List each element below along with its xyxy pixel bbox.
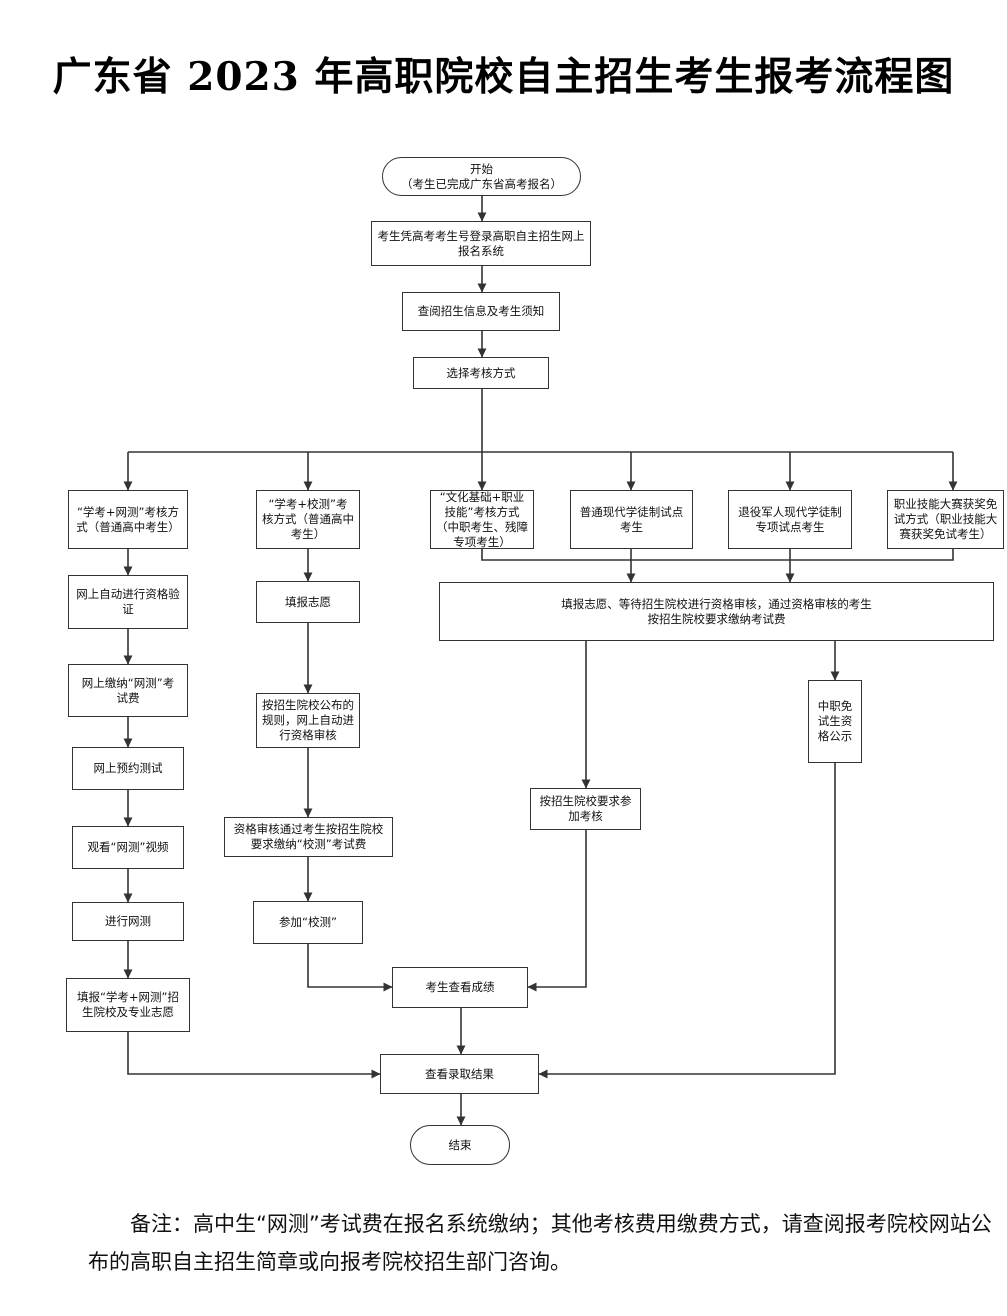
node-method-2: “学考+校测”考 核方式（普通高中 考生）	[256, 490, 360, 549]
node-m1-pay: 网上缴纳“网测”考 试费	[68, 664, 188, 717]
node-m2-test: 参加“校测”	[253, 901, 363, 944]
node-method-5: 退役军人现代学徒制 专项试点考生	[728, 490, 852, 549]
node-check-scores: 考生查看成绩	[392, 967, 528, 1008]
node-m1-book: 网上预约测试	[72, 747, 184, 790]
node-login: 考生凭高考考生号登录高职自主招生网上 报名系统	[371, 221, 591, 266]
node-exempt-publicity: 中职免 试生资 格公示	[808, 680, 862, 763]
node-m2-apply: 填报志愿	[256, 581, 360, 623]
node-choose-method: 选择考核方式	[413, 357, 549, 389]
node-attend-exam: 按招生院校要求参 加考核	[530, 788, 641, 830]
node-m2-pay: 资格审核通过考生按招生院校 要求缴纳“校测”考试费	[224, 817, 393, 857]
node-end: 结束	[410, 1125, 510, 1165]
edge-exempt-admission	[538, 763, 836, 1079]
node-method-3: “文化基础+职业 技能”考核方式 （中职考生、残障 专项考生）	[430, 490, 534, 549]
edge-test-scores	[307, 944, 393, 992]
node-m1-video: 观看“网测”视频	[72, 826, 184, 869]
node-method-6: 职业技能大赛获奖免 试方式（职业技能大 赛获奖免试考生）	[887, 490, 1004, 549]
node-m1-test: 进行网测	[72, 902, 184, 941]
node-read-info: 查阅招生信息及考生须知	[402, 292, 560, 331]
node-merged-apply: 填报志愿、等待招生院校进行资格审核，通过资格审核的考生 按招生院校要求缴纳考试费	[439, 582, 994, 641]
page-title: 广东省 2023 年高职院校自主招生考生报考流程图	[52, 54, 955, 100]
node-start: 开始 （考生已完成广东省高考报名）	[382, 157, 581, 196]
node-m2-review: 按招生院校公布的 规则，网上自动进 行资格审核	[256, 693, 360, 748]
node-method-4: 普通现代学徒制试点 考生	[570, 490, 693, 549]
node-m1-apply: 填报“学考+网测”招 生院校及专业志愿	[66, 978, 190, 1032]
footnote: 备注：高中生“网测”考试费在报名系统缴纳；其他考核费用缴费方式，请查阅报考院校网…	[88, 1212, 992, 1274]
node-m1-verify: 网上自动进行资格验 证	[68, 575, 188, 629]
edge-apply-admission	[127, 1032, 381, 1079]
edge-exam-scores	[527, 830, 587, 992]
node-method-1: “学考+网测”考核方 式（普通高中考生）	[68, 490, 188, 549]
node-check-admission: 查看录取结果	[380, 1054, 539, 1094]
merge-collector	[481, 549, 954, 561]
